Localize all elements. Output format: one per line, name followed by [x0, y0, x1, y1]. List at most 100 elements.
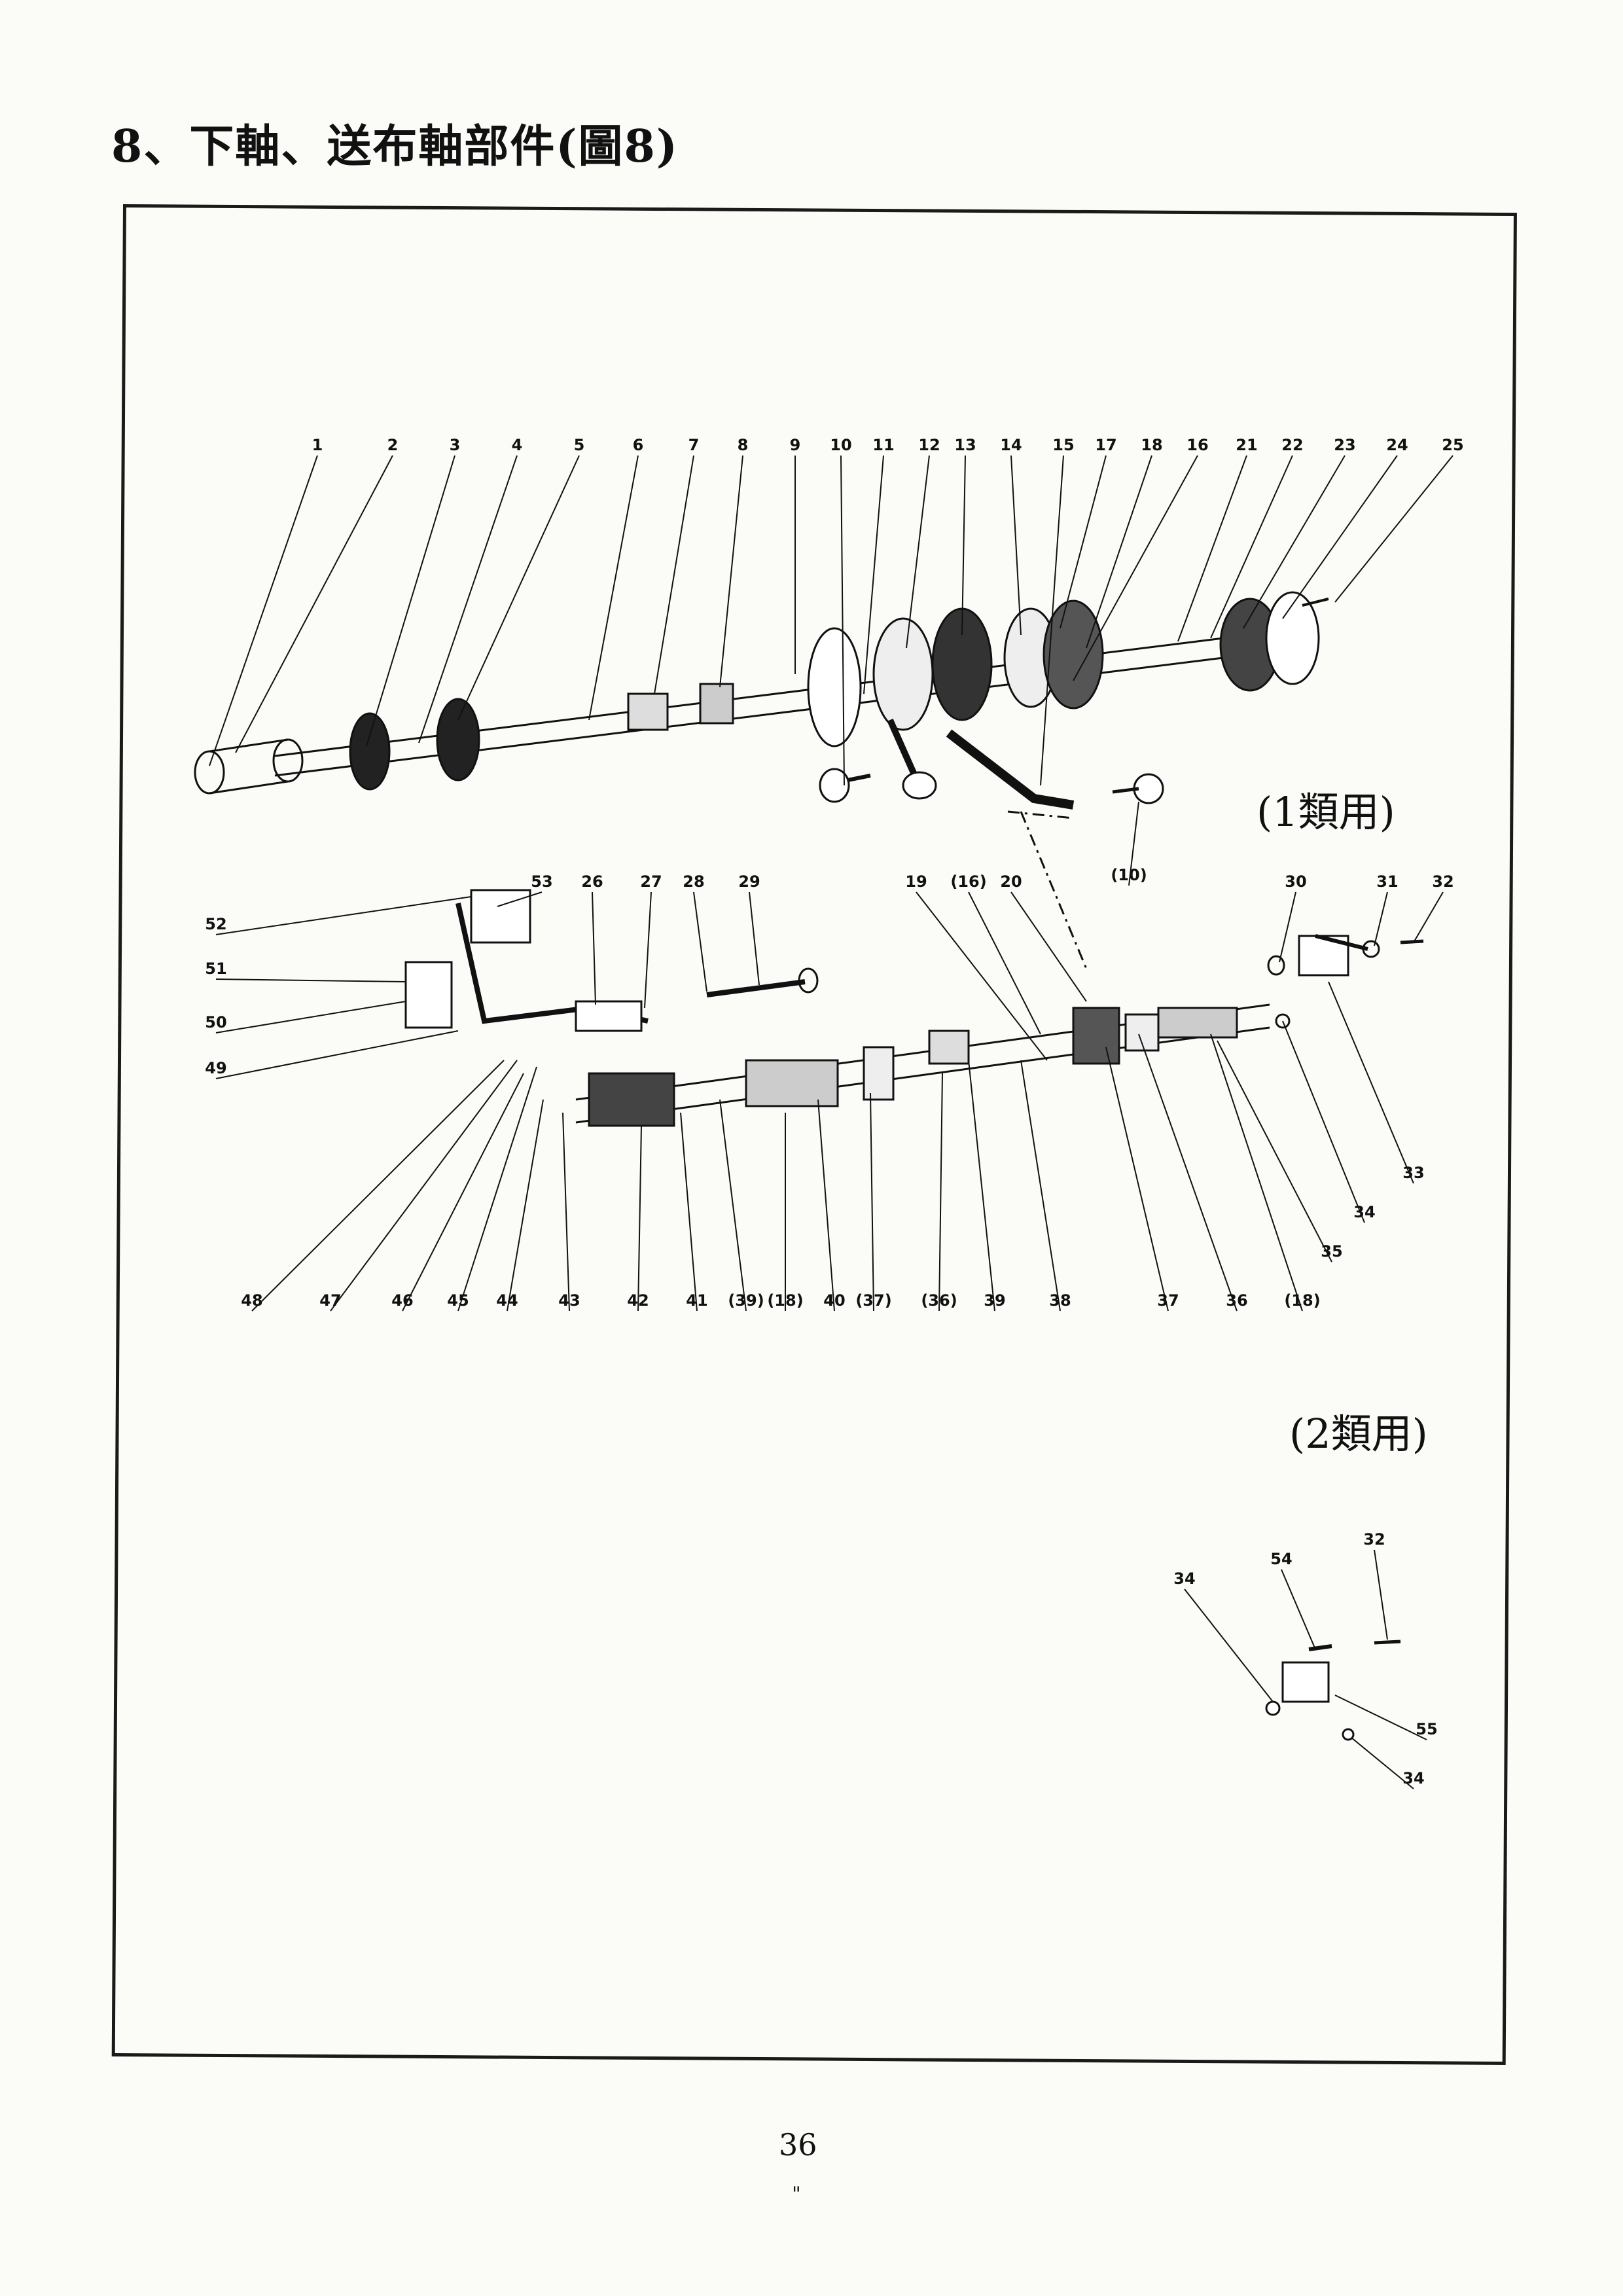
leader-line — [1334, 455, 1454, 603]
callout-bottom-17: 36 — [1226, 1291, 1247, 1310]
feed-shaft-assembly — [404, 889, 1424, 1127]
callout-top-14: 14 — [1000, 436, 1022, 454]
leader-line — [968, 1060, 995, 1312]
shaft-sleeve — [194, 750, 225, 795]
leader-lines — [209, 455, 1454, 1789]
callout-bottom-7: 42 — [627, 1291, 649, 1310]
callout-bottom-5: 44 — [496, 1291, 518, 1310]
leader-line — [719, 455, 743, 688]
callout-bottom-18: (18) — [1284, 1291, 1320, 1310]
callout-top-15: 15 — [1052, 436, 1074, 454]
variant-2-label: (2類用) — [1289, 1410, 1428, 1458]
page-number: 36 — [779, 2127, 817, 2162]
leader-line — [961, 455, 966, 636]
callout-middle-5: 29 — [738, 872, 760, 891]
leader-line — [402, 1073, 524, 1312]
gear-3 — [349, 712, 391, 791]
leader-line — [906, 455, 930, 649]
callout-middle-2: 26 — [581, 872, 603, 891]
callout-top-20: 22 — [1281, 436, 1303, 454]
leader-line — [719, 1099, 747, 1312]
callout-top-16: 17 — [1095, 436, 1116, 454]
callout-left-1: 52 — [205, 915, 226, 933]
leader-line — [562, 1112, 570, 1312]
leader-line — [1138, 1033, 1238, 1312]
leader-line — [693, 891, 707, 992]
callout-top-17: 18 — [1141, 436, 1162, 454]
leader-line — [1210, 455, 1293, 639]
callout-bottom-4: 45 — [447, 1291, 469, 1310]
footer-mark: " — [792, 2183, 801, 2206]
crank-55 — [1281, 1661, 1330, 1703]
leader-line — [588, 455, 639, 721]
callout-top-1: 1 — [312, 436, 323, 454]
callout-left-3: 50 — [205, 1013, 226, 1031]
leader-line — [1374, 891, 1388, 946]
leader-line — [938, 1073, 943, 1312]
leader-line — [418, 455, 518, 744]
leader-line — [1374, 1549, 1388, 1640]
leader-line — [1086, 455, 1152, 649]
callout-middle-4: 28 — [683, 872, 704, 891]
lower-shaft — [274, 627, 1303, 757]
leader-line — [497, 891, 543, 907]
callout-top-19: 21 — [1236, 436, 1257, 454]
block-50 — [404, 961, 453, 1029]
callout-variant2-5: 34 — [1402, 1769, 1424, 1787]
leader-line — [1413, 891, 1444, 943]
leader-line — [1010, 891, 1087, 1002]
leader-line — [1328, 981, 1414, 1184]
upper-shaft-assembly — [194, 591, 1329, 810]
callout-right-2: 34 — [1353, 1203, 1375, 1221]
callout-top-12: 12 — [918, 436, 940, 454]
leader-line — [1279, 891, 1296, 963]
callout-middle-6: 19 — [905, 872, 927, 891]
callout-top-9: 9 — [790, 436, 801, 454]
leader-line — [1282, 1020, 1365, 1223]
leader-line — [1060, 455, 1107, 629]
callout-variant2-1: 34 — [1173, 1570, 1195, 1588]
callout-bottom-9: (39) — [728, 1291, 764, 1310]
leader-line — [968, 891, 1041, 1035]
callout-variant2-3: 32 — [1363, 1530, 1385, 1549]
leader-line — [1128, 801, 1139, 886]
callout-top-23: 25 — [1442, 436, 1463, 454]
leader-line — [507, 1099, 544, 1312]
cam-disk — [807, 627, 862, 747]
callout-top-18: 16 — [1186, 436, 1208, 454]
callout-bottom-2: 47 — [319, 1291, 341, 1310]
callout-bottom-13: (36) — [921, 1291, 957, 1310]
gear-5 — [436, 698, 480, 781]
leader-line — [870, 1092, 874, 1312]
callout-middle-7: (16) — [950, 872, 986, 891]
leader-line — [1217, 1040, 1332, 1263]
leader-line — [366, 455, 455, 747]
leader-line — [916, 891, 1048, 1061]
callout-top-6: 6 — [633, 436, 644, 454]
leader-line — [1020, 1060, 1061, 1312]
callout-right-3: 35 — [1321, 1242, 1342, 1261]
collar — [627, 692, 669, 731]
callout-bottom-12: (37) — [855, 1291, 891, 1310]
leader-line — [215, 896, 472, 935]
callout-middle-9: 30 — [1285, 872, 1306, 891]
leader-line — [235, 455, 393, 753]
leader-line — [209, 455, 318, 766]
callout-bottom-8: 41 — [686, 1291, 707, 1310]
leader-line — [1040, 455, 1064, 786]
leader-line — [1184, 1588, 1274, 1702]
callout-left-2: 51 — [205, 960, 226, 978]
leader-line — [1351, 1737, 1414, 1789]
feed-crank-20 — [1072, 1007, 1120, 1065]
leader-line — [1010, 455, 1022, 636]
crank-33 — [1298, 935, 1349, 977]
callout-bottom-10: (18) — [767, 1291, 803, 1310]
callout-top-8: 8 — [738, 436, 749, 454]
leader-line — [1334, 1695, 1427, 1740]
variant-2-assembly — [1265, 1640, 1401, 1741]
callout-bottom-6: 43 — [558, 1291, 580, 1310]
callout-middle-8: 20 — [1000, 872, 1022, 891]
leader-line — [592, 891, 596, 1005]
leader-line — [1177, 455, 1247, 642]
callout-left-4: 49 — [205, 1059, 226, 1077]
